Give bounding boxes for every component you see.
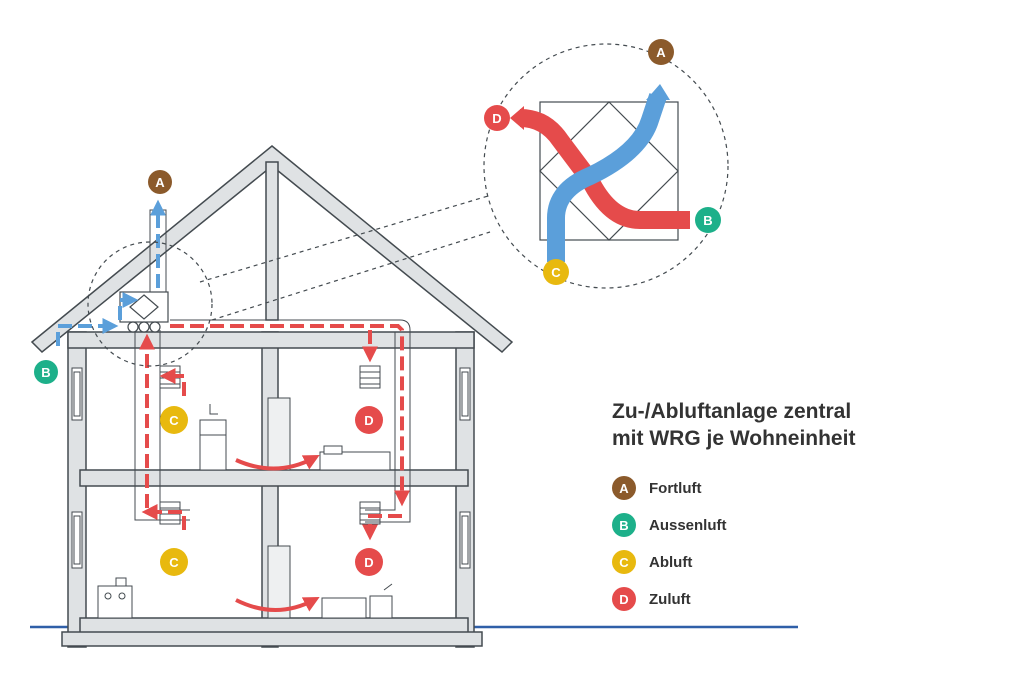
zoom-indicators xyxy=(87,43,729,367)
legend-label: Fortluft xyxy=(649,479,702,497)
legend-badge: C xyxy=(612,550,636,574)
furniture xyxy=(97,404,393,619)
badge-fortluft-roof: A xyxy=(148,170,172,194)
svg-text:C: C xyxy=(169,555,179,570)
cold-air-flows xyxy=(56,199,166,346)
title-line-2: mit WRG je Wohneinheit xyxy=(612,427,856,450)
svg-text:D: D xyxy=(364,555,373,570)
legend-item-zuluft: D Zuluft xyxy=(612,587,727,611)
badge-abluft-upper: C xyxy=(160,406,188,434)
svg-text:C: C xyxy=(551,265,561,280)
legend-item-aussenluft: B Aussenluft xyxy=(612,513,727,537)
title-line-1: Zu-/Abluftanlage zentral xyxy=(612,400,852,423)
legend-label: Aussenluft xyxy=(649,516,727,534)
diagram-title: Zu-/Abluftanlage zentral mit WRG je Wohn… xyxy=(612,398,855,452)
roof xyxy=(30,145,514,354)
badge-fortluft-detail: A xyxy=(648,39,674,65)
badge-zuluft-detail: D xyxy=(484,105,510,131)
legend-item-fortluft: A Fortluft xyxy=(612,476,727,500)
badge-abluft-detail: C xyxy=(543,259,569,285)
svg-text:A: A xyxy=(656,45,666,60)
diagram-badges: A B C D C D A D xyxy=(34,39,721,576)
heat-exchanger-detail xyxy=(510,84,690,262)
warm-air-flows xyxy=(139,324,410,612)
legend-label: Zuluft xyxy=(649,590,691,608)
svg-text:D: D xyxy=(492,111,501,126)
badge-abluft-lower: C xyxy=(160,548,188,576)
svg-text:A: A xyxy=(155,175,165,190)
doors xyxy=(267,397,291,619)
legend-badge: A xyxy=(612,476,636,500)
svg-text:C: C xyxy=(169,413,179,428)
abluft-path xyxy=(547,93,667,262)
legend: A Fortluft B Aussenluft C Abluft D Zuluf… xyxy=(612,476,727,624)
legend-badge: D xyxy=(612,587,636,611)
badge-aussenluft-left: B xyxy=(34,360,58,384)
badge-zuluft-upper: D xyxy=(355,406,383,434)
svg-text:D: D xyxy=(364,413,373,428)
windows xyxy=(71,367,471,569)
badge-aussenluft-detail: B xyxy=(695,207,721,233)
legend-badge: B xyxy=(612,513,636,537)
svg-text:B: B xyxy=(703,213,712,228)
legend-label: Abluft xyxy=(649,553,693,571)
svg-text:B: B xyxy=(41,365,50,380)
badge-zuluft-lower: D xyxy=(355,548,383,576)
legend-item-abluft: C Abluft xyxy=(612,550,727,574)
